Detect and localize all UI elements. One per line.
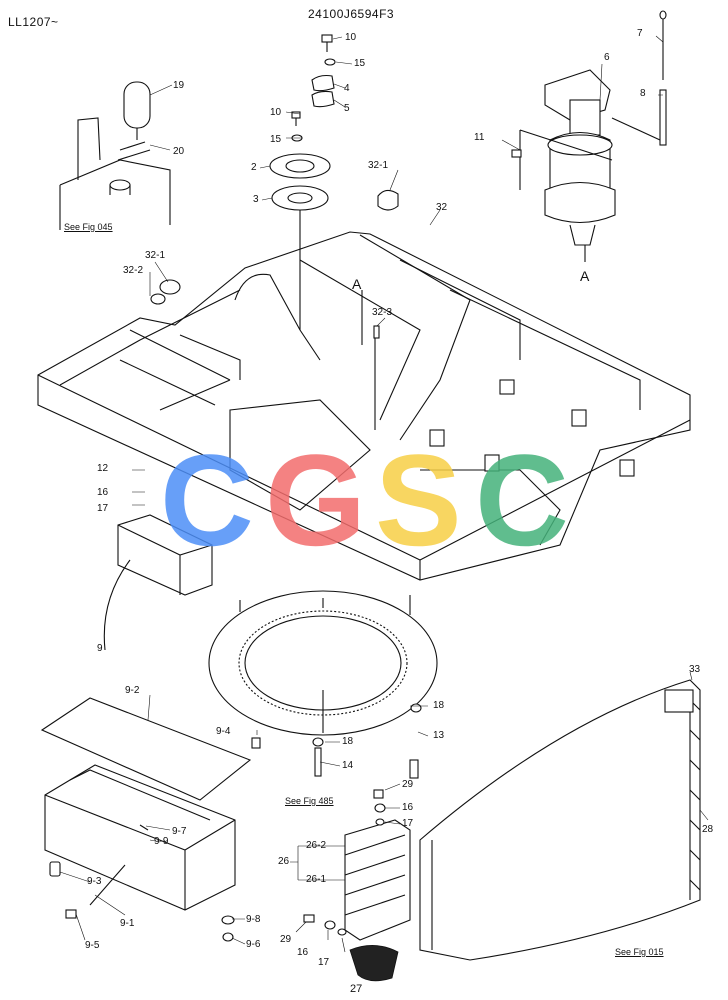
callout-label: 18 — [433, 700, 445, 711]
callout-label: 13 — [433, 730, 445, 741]
callout-label: 9-1 — [120, 918, 135, 929]
callout-label: 2 — [251, 162, 257, 173]
callout-label: 26-2 — [306, 840, 327, 851]
callout-label: 9-8 — [246, 914, 261, 925]
cgsc-watermark-logo: C G S C — [160, 440, 569, 560]
callout-label: 16 — [402, 802, 414, 813]
callout-label: 19 — [173, 80, 185, 91]
callout-label: 32 — [436, 202, 448, 213]
reference-fig-045[interactable]: See Fig 045 — [64, 222, 113, 232]
callout-label: 14 — [342, 760, 354, 771]
callout-label: 16 — [97, 487, 109, 498]
callout-label: 6 — [604, 52, 610, 63]
watermark-letter: S — [375, 440, 462, 560]
callout-label: 26 — [278, 856, 290, 867]
callout-label: 3 — [253, 194, 259, 205]
callout-label: 10 — [345, 32, 357, 43]
leader-lines — [59, 35, 709, 953]
callout-label: 9-4 — [216, 726, 231, 737]
callout-label: 17 — [402, 818, 414, 829]
callout-label: 18 — [342, 736, 354, 747]
reference-fig-485[interactable]: See Fig 485 — [285, 796, 334, 806]
callout-label: 17 — [318, 957, 330, 968]
revolving-frame-drawing — [37, 210, 691, 581]
callout-label: 32-1 — [145, 250, 166, 261]
callout-label: 9-5 — [85, 940, 100, 951]
callout-label: 32-3 — [372, 307, 393, 318]
callout-label: 9-3 — [87, 876, 102, 887]
callout-label: 9-9 — [154, 836, 169, 847]
section-mark-a-frame: A — [352, 276, 362, 292]
callout-label: 7 — [637, 28, 643, 39]
watermark-letter: G — [265, 440, 366, 560]
counterweight-drawing — [303, 679, 701, 982]
hydraulic-tank-drawing — [59, 81, 171, 230]
watermark-letter: C — [475, 440, 569, 560]
callout-label: 32-1 — [368, 160, 389, 171]
callout-label: 4 — [344, 83, 350, 94]
callout-label: 11 — [474, 132, 485, 143]
callout-label: 9-7 — [172, 826, 187, 837]
callout-label: 33 — [689, 664, 701, 675]
serial-range-label: LL1207~ — [8, 15, 59, 29]
callout-label: 32-2 — [123, 265, 144, 276]
callout-label: 28 — [702, 824, 714, 835]
callout-label: 9-2 — [125, 685, 140, 696]
top-fasteners-drawing — [269, 34, 399, 211]
callout-label: 20 — [173, 146, 185, 157]
breather-cap — [123, 81, 151, 129]
callout-label: 26-1 — [306, 874, 327, 885]
section-mark-a-motor: A — [580, 268, 590, 284]
reference-fig-015[interactable]: See Fig 015 — [615, 947, 664, 957]
callout-label: 8 — [640, 88, 646, 99]
callout-label: 5 — [344, 103, 350, 114]
page-number: 27 — [350, 983, 363, 995]
callout-label: 9-6 — [246, 939, 261, 950]
tool-box-drawing — [40, 514, 261, 942]
callout-label: 29 — [280, 934, 292, 945]
callout-label: 9 — [97, 643, 103, 654]
callout-label: 15 — [270, 134, 282, 145]
callout-label: 15 — [354, 58, 366, 69]
callout-label: 29 — [402, 779, 414, 790]
part-number-title: 24100J6594F3 — [308, 7, 395, 21]
callout-label: 12 — [97, 463, 109, 474]
swing-circle-drawing — [208, 590, 438, 736]
callout-label: 16 — [297, 947, 309, 958]
callout-label: 17 — [97, 503, 109, 514]
swing-motor-drawing — [511, 10, 667, 262]
watermark-letter: C — [160, 440, 254, 560]
callout-label: 10 — [270, 107, 282, 118]
